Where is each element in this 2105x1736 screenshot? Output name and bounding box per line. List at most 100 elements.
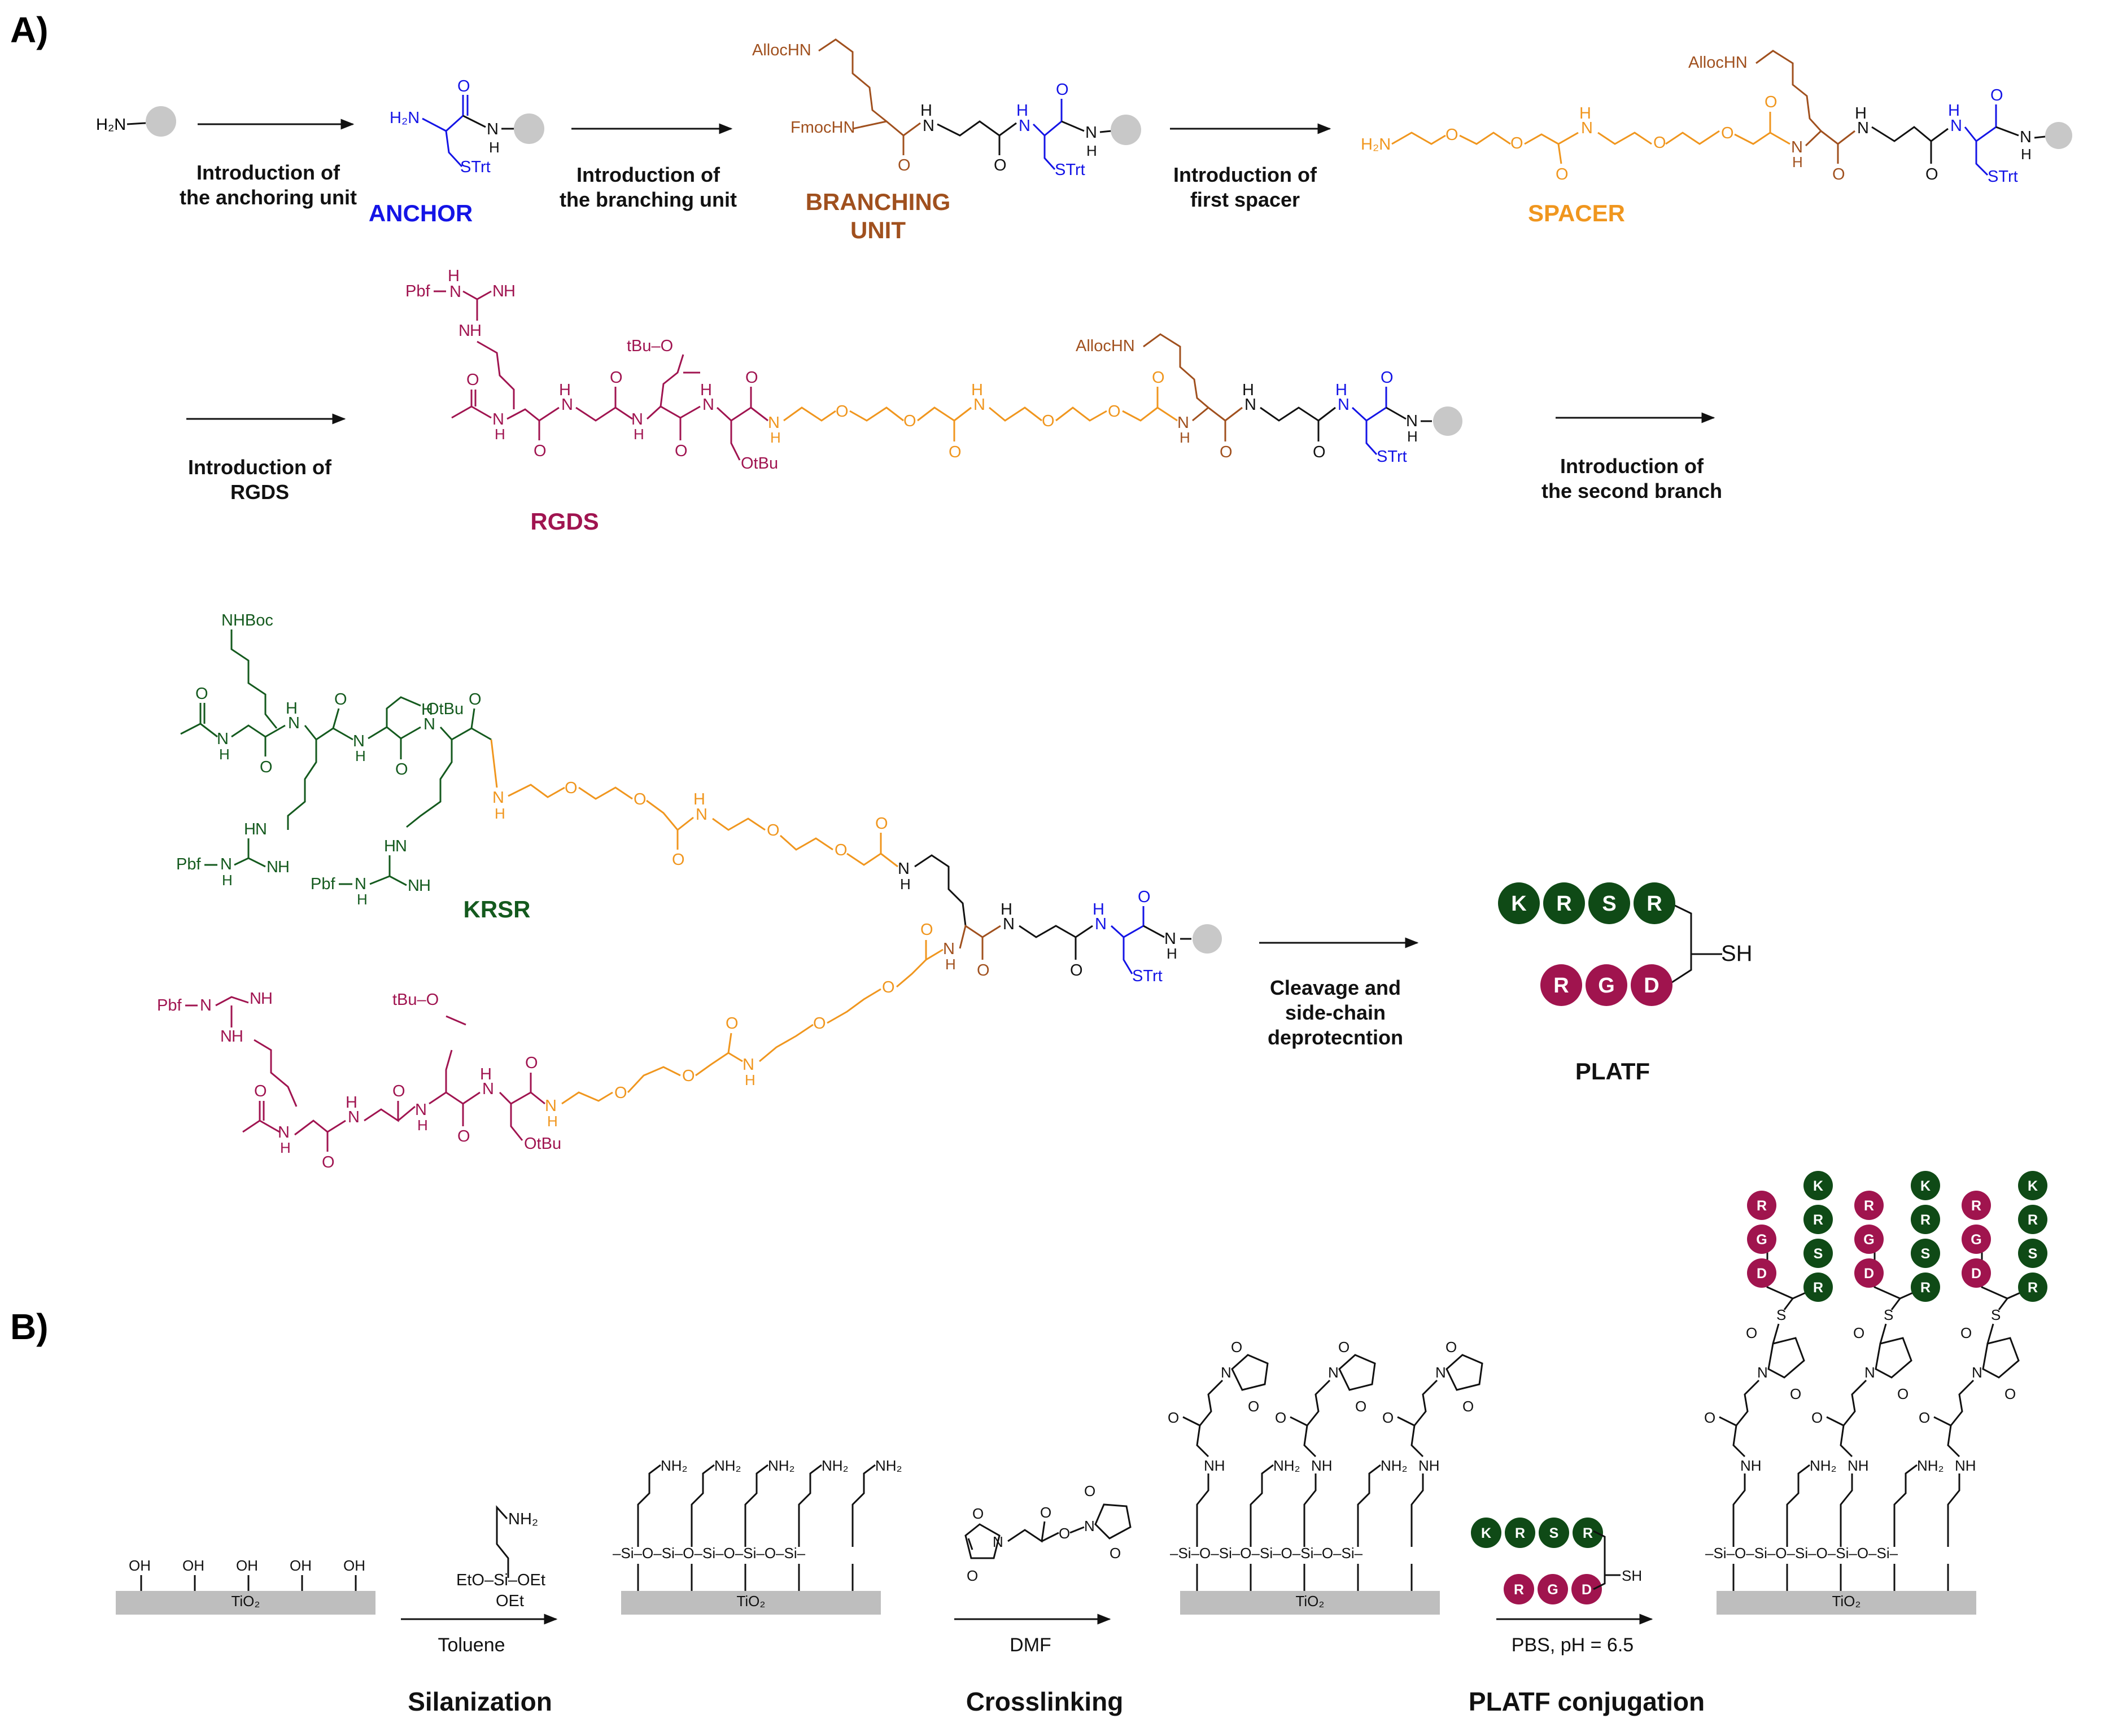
svg-text:N: N <box>545 1097 557 1115</box>
bead-label: R <box>1556 892 1571 916</box>
svg-text:N: N <box>1791 138 1803 156</box>
svg-text:N: N <box>1019 117 1030 135</box>
svg-text:O: O <box>260 758 273 776</box>
propyl-chain <box>1196 1473 1209 1547</box>
bead-label: G <box>1863 1232 1874 1248</box>
svg-text:H: H <box>693 790 705 808</box>
svg-text:OtBu: OtBu <box>741 454 778 473</box>
propyl-chain <box>798 1464 822 1547</box>
svg-text:TiO₂: TiO₂ <box>736 1593 765 1610</box>
branching-structure: AllocHN FmocHN O H N O H N O STrt N H BR… <box>752 38 1141 243</box>
oh-label: OH <box>182 1557 204 1574</box>
svg-text:N: N <box>492 789 504 807</box>
s-label: S <box>1776 1306 1786 1323</box>
bead-label: R <box>1757 1198 1767 1214</box>
svg-text:O: O <box>534 442 547 460</box>
panel-b-label: B) <box>10 1306 49 1347</box>
svg-text:H: H <box>261 990 273 1008</box>
svg-text:N: N <box>1085 124 1097 142</box>
o-label: O <box>1275 1409 1286 1426</box>
resin-bead <box>2045 122 2072 149</box>
bead <box>1631 964 1672 1006</box>
svg-text:O: O <box>835 841 848 859</box>
svg-text:O: O <box>322 1153 335 1171</box>
resin-bead <box>1433 406 1462 436</box>
nh2-label: NH₂ <box>1273 1457 1300 1474</box>
step-anchor-line2: the anchoring unit <box>180 186 357 209</box>
bead <box>1803 1239 1833 1268</box>
n-label: N <box>1328 1364 1339 1381</box>
svg-text:H: H <box>2021 146 2032 163</box>
svg-text:O: O <box>392 1082 405 1100</box>
spacer-structure: H₂N O O O H N O O O N H AllocHN O H N O … <box>1361 50 2072 226</box>
svg-text:TiO₂: TiO₂ <box>1295 1593 1324 1610</box>
svg-text:O: O <box>614 1084 627 1102</box>
svg-text:O: O <box>395 760 408 779</box>
linker-chain <box>1199 1379 1224 1426</box>
bead-label: K <box>1511 892 1527 916</box>
bead-label: R <box>2028 1212 2038 1228</box>
bead-label: D <box>1864 1266 1874 1282</box>
bead-label: S <box>1602 892 1616 916</box>
svg-text:O: O <box>525 1054 538 1072</box>
maleimide-ring <box>1445 1354 1483 1391</box>
nh2-label: NH₂ <box>1381 1457 1408 1474</box>
svg-text:H: H <box>480 1065 492 1083</box>
svg-text:H: H <box>1792 154 1803 170</box>
svg-text:STrt: STrt <box>460 158 491 176</box>
nh-label: NH <box>1204 1457 1225 1474</box>
anchor-name: ANCHOR <box>369 200 473 226</box>
svg-text:FmocHN: FmocHN <box>791 119 855 137</box>
n-label: N <box>1972 1364 1982 1381</box>
svg-text:O: O <box>1925 165 1938 183</box>
bead <box>1803 1273 1833 1302</box>
svg-text:N: N <box>217 730 229 748</box>
svg-text:H: H <box>1086 142 1097 159</box>
svg-text:H₂N: H₂N <box>390 109 420 127</box>
svg-text:O: O <box>1220 443 1233 461</box>
svg-text:H: H <box>495 426 505 443</box>
bead <box>1539 1518 1569 1548</box>
svg-text:O: O <box>1765 93 1778 111</box>
linker-chain <box>1413 1379 1438 1426</box>
svg-text:O: O <box>1445 126 1458 144</box>
bead-label: K <box>1920 1178 1931 1194</box>
bead-label: D <box>1582 1582 1592 1598</box>
resin-bead <box>1111 115 1141 145</box>
oh-label: OH <box>290 1557 312 1574</box>
propyl-chain <box>1893 1464 1918 1547</box>
bead <box>2018 1273 2047 1302</box>
svg-text:H: H <box>419 877 431 895</box>
resin-bead <box>514 113 544 144</box>
step-spacer-line1: Introduction of <box>1173 163 1317 186</box>
svg-text:H: H <box>745 1072 755 1088</box>
svg-text:N: N <box>1177 414 1189 432</box>
svg-text:O: O <box>1990 86 2003 104</box>
svg-text:O: O <box>1832 165 1845 183</box>
amide-chain <box>1826 1416 1853 1458</box>
svg-text:N: N <box>1095 915 1107 933</box>
svg-text:N: N <box>973 396 985 414</box>
step-second-line1: Introduction of <box>1560 454 1704 478</box>
svg-text:N: N <box>267 858 278 876</box>
propyl-chain <box>1250 1464 1274 1547</box>
svg-text:O: O <box>972 1505 984 1522</box>
amide-chain <box>1397 1416 1424 1458</box>
svg-text:N: N <box>1581 119 1593 137</box>
bead-label: R <box>1514 1582 1524 1598</box>
bead <box>2018 1171 2047 1200</box>
svg-text:N: N <box>1164 930 1176 948</box>
bead <box>1854 1225 1884 1254</box>
svg-text:O: O <box>1040 1504 1051 1521</box>
svg-text:O: O <box>967 1567 978 1584</box>
bead-label: K <box>1813 1178 1823 1194</box>
svg-text:AllocHN: AllocHN <box>752 41 811 59</box>
svg-text:O: O <box>813 1015 826 1033</box>
o-label: O <box>1445 1339 1457 1355</box>
svg-text:H: H <box>1579 104 1591 123</box>
svg-text:N: N <box>1084 1518 1095 1534</box>
stage-silanization: Silanization <box>408 1687 552 1716</box>
